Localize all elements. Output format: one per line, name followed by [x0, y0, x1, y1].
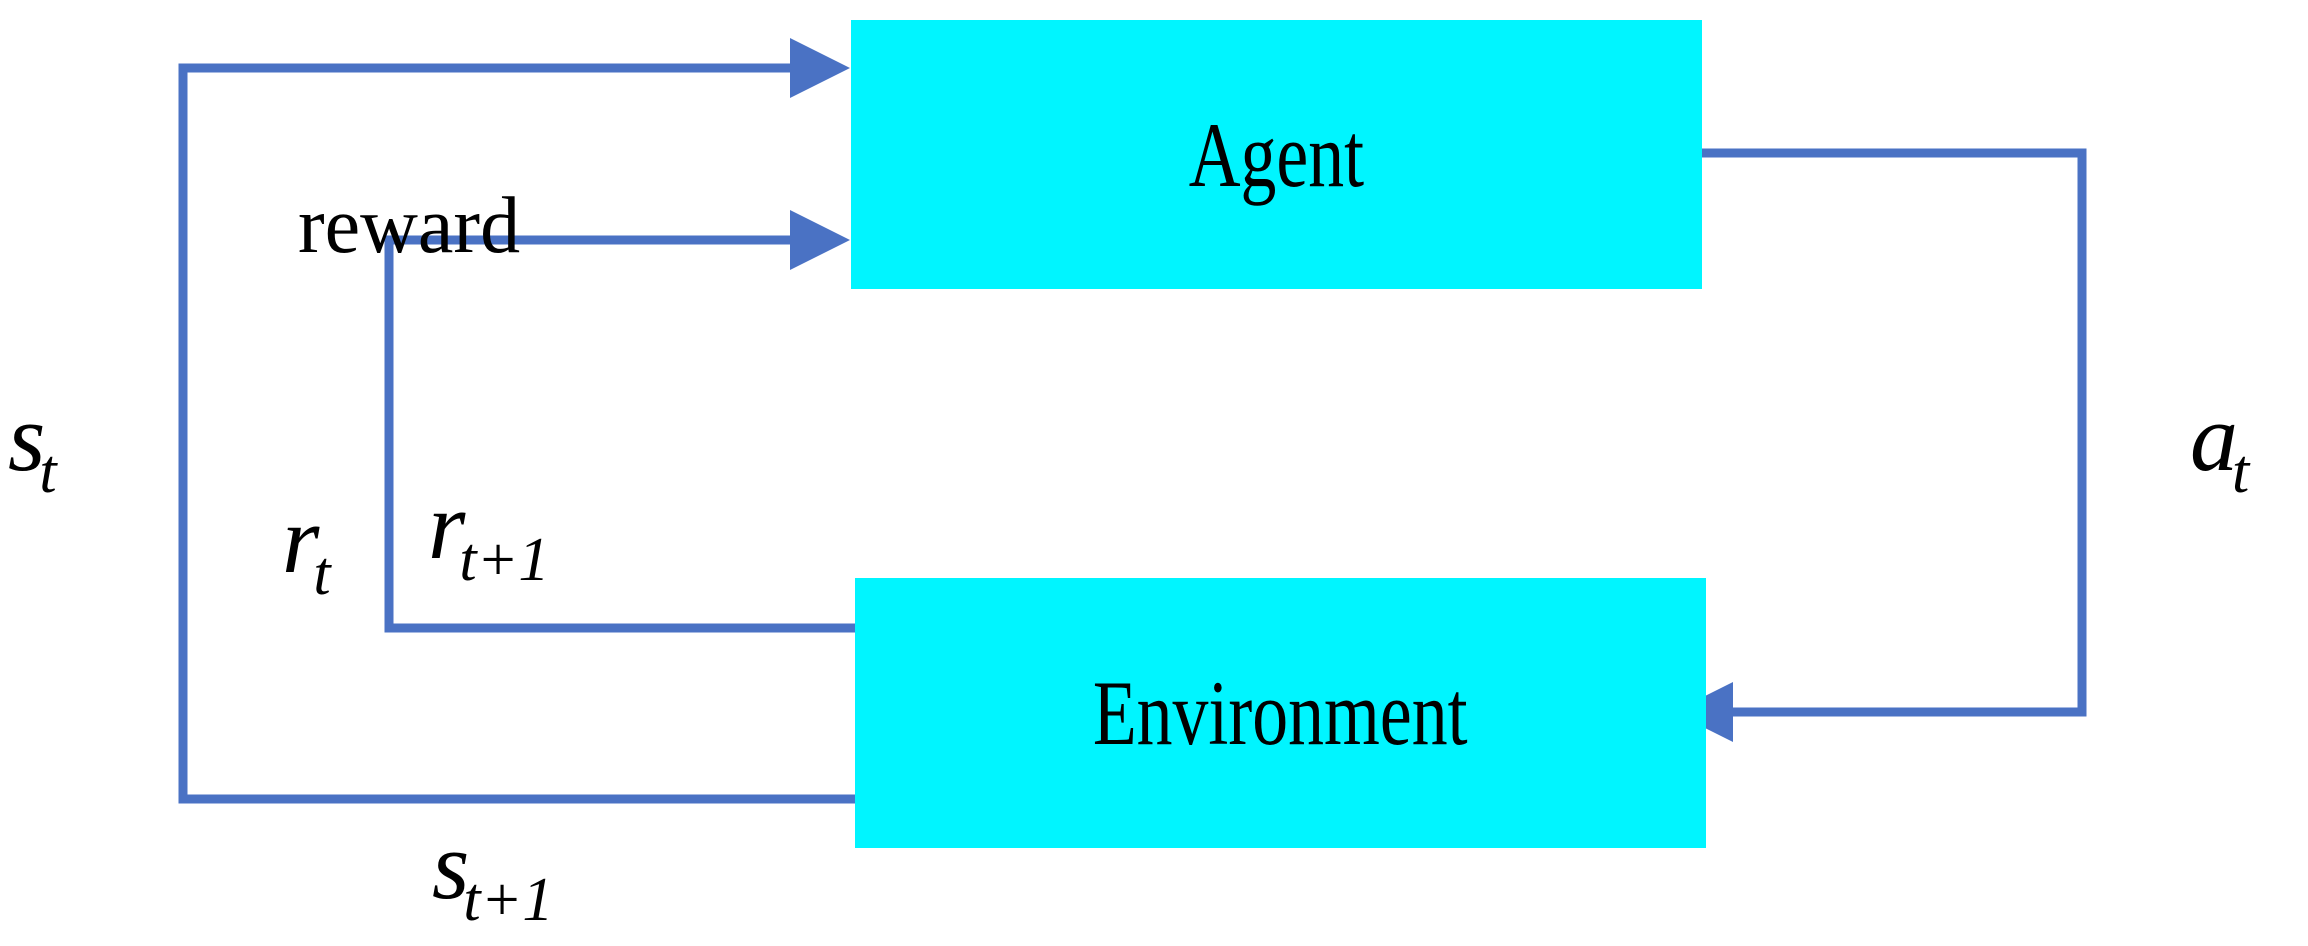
environment-node-label: Environment: [1093, 662, 1468, 764]
state-t-plus-1-base: s: [432, 812, 470, 919]
agent-node[interactable]: Agent: [851, 20, 1702, 289]
reward-t-label: rt: [282, 492, 337, 606]
state-t-subscript: t: [39, 438, 57, 506]
environment-node[interactable]: Environment: [855, 578, 1706, 848]
agent-node-label: Agent: [1188, 103, 1365, 206]
state-t-plus-1-label: st+1: [432, 818, 559, 932]
reward-t-plus-1-subscript: t+1: [459, 526, 550, 594]
edge-action-to-environment: [1673, 148, 2087, 742]
reward-t-base: r: [282, 486, 320, 593]
reward-t-subscript: t: [313, 540, 331, 608]
reward-word-label: reward: [298, 182, 521, 270]
state-t-base: s: [8, 384, 46, 491]
action-t-label: at: [2190, 390, 2255, 504]
reward-t-plus-1-base: r: [428, 472, 466, 579]
state-t-plus-1-subscript: t+1: [463, 866, 554, 934]
state-t-label: st: [8, 390, 63, 504]
action-t-base: a: [2190, 384, 2238, 491]
edge-state-to-agent: [178, 38, 855, 804]
edge-reward-to-agent: [384, 210, 855, 633]
reward-t-plus-1-label: rt+1: [428, 478, 555, 592]
action-t-subscript: t: [2232, 438, 2250, 506]
